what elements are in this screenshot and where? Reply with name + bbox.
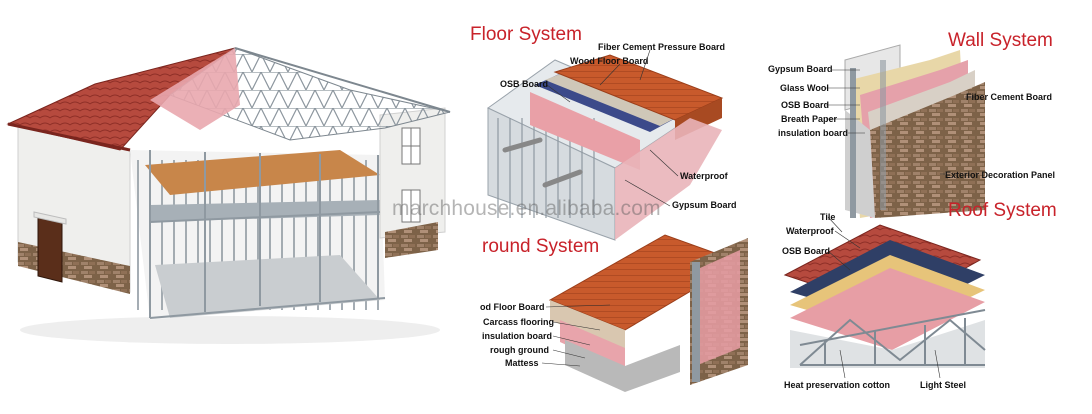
roof-label-osb-board: OSB Board [782,246,831,256]
floor-label-fiber-cement-pressure-board: Fiber Cement Pressure Board [598,42,726,52]
roof-system-title: Roof System [948,200,1057,221]
floor-system-title: Floor System [470,24,582,45]
wall-system-title: Wall System [948,30,1053,51]
floor-label-waterproof: Waterproof [680,171,728,181]
wall-label-fiber-cement-board: Fiber Cement Board [966,92,1053,102]
floor-system-illustration [487,54,724,241]
house-illustration [6,47,451,344]
ground-label-rough-ground: rough ground [490,345,549,355]
wall-label-gypsum-board: Gypsum Board [768,64,833,74]
wall-label-breath-paper: Breath Paper [781,114,838,124]
watermark-text: marchhouse.en.alibaba.com [392,197,661,220]
ground-label-wood-floor-board: od Floor Board [480,302,545,312]
wall-label-osb-board: OSB Board [781,100,830,110]
wall-system-illustration [844,44,985,218]
roof-label-light-steel: Light Steel [920,380,967,390]
floor-label-osb-board: OSB Board [500,79,549,89]
ground-system-illustration [548,234,748,392]
floor-label-wood-floor-board: Wood Floor Board [570,56,649,66]
roof-label-waterproof: Waterproof [786,226,834,236]
wall-label-glass-wool: Glass Wool [780,83,829,93]
roof-label-tile: Tile [820,212,836,222]
floor-label-gypsum-board: Gypsum Board [672,200,737,210]
ground-label-carcass-flooring: Carcass flooring [483,317,555,327]
wall-label-insulation-board: insulation board [778,128,849,138]
ground-label-mattess: Mattess [505,358,539,368]
ground-system-title: round System [482,236,600,257]
leader-lines [541,49,975,379]
roof-label-heat-preservation-cotton: Heat preservation cotton [784,380,891,390]
wall-label-exterior-decoration-panel: Exterior Decoration Panel [945,170,1056,180]
ground-label-insulation-board: insulation board [482,331,553,341]
